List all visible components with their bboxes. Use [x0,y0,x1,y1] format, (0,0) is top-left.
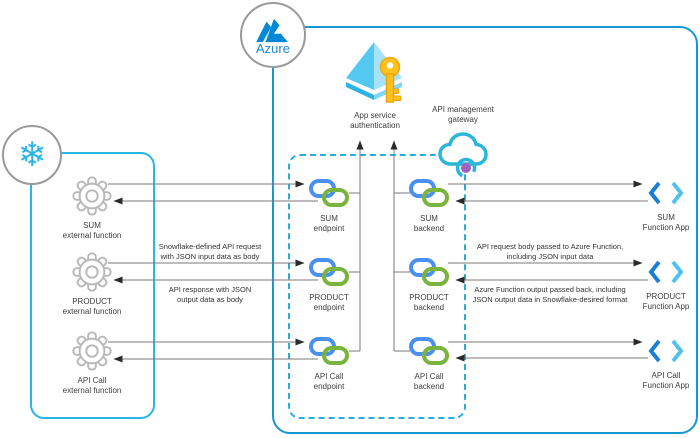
node-sum-function-app: SUM Function App [611,178,700,233]
function-app-icon [647,178,685,208]
node-label: PRODUCT external function [62,297,122,316]
api-gateway-label: API management gateway [432,105,494,124]
node-sum-external-function: SUM external function [37,176,147,241]
snowflake-icon: ❄ [17,135,47,175]
node-apicall-endpoint: API Call endpoint [274,335,384,392]
snowflake-container-box [30,152,155,419]
node-label: API Call endpoint [313,372,345,391]
edge-label-function-response: Azure Function output passed back, inclu… [472,285,628,304]
node-label: PRODUCT Function App [642,292,690,311]
node-product-backend: PRODUCT backend [374,256,484,313]
node-label: PRODUCT endpoint [309,293,349,312]
gear-icon [72,176,112,216]
node-label: PRODUCT backend [409,293,449,312]
function-app-icon [647,257,685,287]
node-sum-endpoint: SUM endpoint [274,177,384,234]
app-service-auth-label: App service authentication [350,111,400,130]
node-label: SUM external function [62,221,122,240]
snowflake-logo-badge: ❄ [2,125,62,185]
azure-container-box [272,26,698,434]
api-management-dashed-box [288,154,466,419]
link-icon [408,177,450,209]
node-product-endpoint: PRODUCT endpoint [274,256,384,313]
azure-logo-badge: Azure [240,2,306,68]
azure-logo-text: Azure [256,40,290,56]
function-app-icon [647,336,685,366]
node-label: API Call external function [62,376,122,395]
gear-icon [72,252,112,292]
node-product-function-app: PRODUCT Function App [611,257,700,312]
node-product-external-function: PRODUCT external function [37,252,147,317]
node-label: SUM Function App [642,213,690,232]
node-label: SUM backend [413,214,445,233]
node-label: API Call Function App [642,371,690,390]
app-service-auth-icon [346,42,402,103]
link-icon [308,335,350,367]
link-icon [408,335,450,367]
node-label: API Call backend [413,372,445,391]
link-icon [408,256,450,288]
api-gateway-icon [438,132,488,179]
link-icon [308,256,350,288]
node-sum-backend: SUM backend [374,177,484,234]
node-apicall-function-app: API Call Function App [611,336,700,391]
node-apicall-backend: API Call backend [374,335,484,392]
azure-logo-icon [256,18,288,42]
node-label: SUM endpoint [313,214,345,233]
link-icon [308,177,350,209]
gear-icon [72,331,112,371]
edge-label-snowflake-request: Snowflake-defined API request with JSON … [158,242,262,261]
edge-label-snowflake-response: API response with JSON output data as bo… [168,285,252,304]
edge-label-function-request: API request body passed to Azure Functio… [476,242,624,261]
node-apicall-external-function: API Call external function [37,331,147,396]
